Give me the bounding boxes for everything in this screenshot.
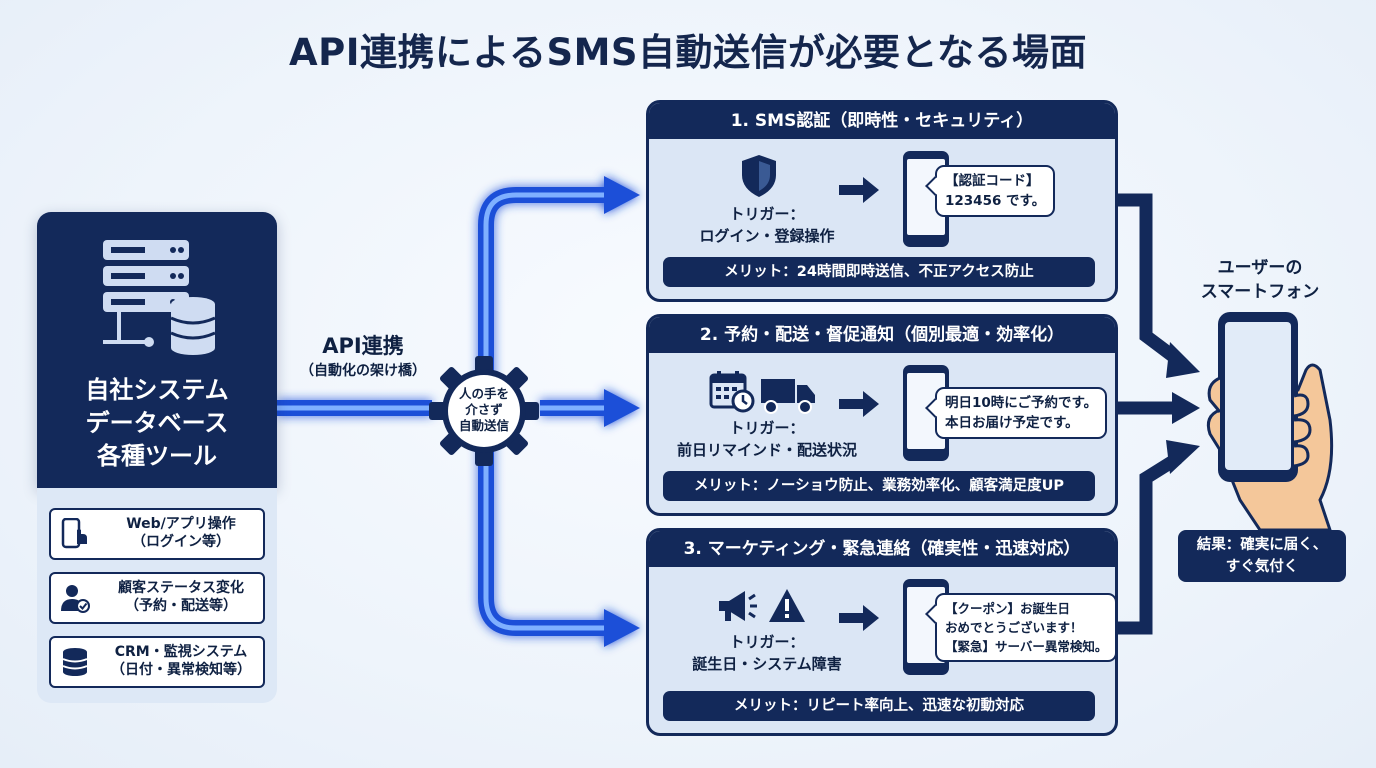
scenario-merit: メリット：リピート率向上、迅速な初動対応 [663, 691, 1095, 721]
message-line: 明日10時にご予約です。 [945, 395, 1098, 411]
source-item-line: Web/アプリ操作 [126, 516, 236, 532]
api-label: API連携 [322, 334, 404, 358]
source-title-line: 自社システム [85, 376, 229, 404]
gear-label-line: 介さず [465, 402, 503, 417]
user-smartphone-label: ユーザーの スマートフォン [1170, 256, 1350, 304]
source-item-customer-status: 顧客ステータス変化 （予約・配送等） [49, 572, 265, 624]
source-item-line: 顧客ステータス変化 [118, 580, 244, 596]
to-user-arrows [1112, 193, 1182, 635]
source-item-line: CRM・監視システム [114, 644, 248, 660]
arrow-right-icon [839, 391, 879, 417]
result-badge: 結果：確実に届く、 すぐ気付く [1178, 530, 1346, 582]
scenario-merit: メリット：ノーショウ防止、業務効率化、顧客満足度UP [663, 471, 1095, 501]
scenario-merit: メリット：24時間即時送信、不正アクセス防止 [663, 257, 1095, 287]
source-item-web-app: Web/アプリ操作 （ログイン等） [49, 508, 265, 560]
arrow-right-icon [839, 177, 879, 203]
source-item-line: （ログイン等） [132, 534, 230, 550]
calendar-clock-icon [709, 371, 755, 413]
warning-icon [769, 589, 805, 622]
megaphone-icon [719, 591, 757, 621]
scenario-title: 3. マーケティング・緊急連絡（確実性・迅速対応） [649, 531, 1115, 567]
user-label-line: ユーザーの [1217, 258, 1303, 278]
message-line: 123456 です。 [945, 193, 1046, 209]
gear-label-line: 人の手を [458, 386, 509, 401]
database-icon [62, 648, 88, 676]
server-database-icon [103, 240, 216, 355]
trigger-sources-panel: Web/アプリ操作 （ログイン等） 顧客ステータス変化 （予約・配送等） CRM… [37, 488, 277, 703]
trigger-line: トリガー： [729, 205, 805, 223]
scenario-card-reservation-delivery: 2. 予約・配送・督促通知（個別最適・効率化） トリガー： 前日リマインド・配送… [646, 314, 1118, 516]
source-item-line: （日付・異常検知等） [111, 662, 251, 678]
source-title: 自社システム データベース 各種ツール [37, 374, 277, 473]
source-title-line: 各種ツール [97, 442, 217, 470]
sms-message-bubble: 【認証コード】 123456 です。 [925, 165, 1056, 217]
api-sublabel: （自動化の架け橋） [300, 363, 426, 379]
message-line: 【クーポン】お誕生日 [945, 601, 1071, 616]
trigger-line: トリガー： [729, 419, 805, 437]
source-item-label: CRM・監視システム （日付・異常検知等） [101, 643, 261, 679]
scenario-icons [709, 365, 829, 425]
source-item-line: （予約・配送等） [125, 598, 237, 614]
message-line: おめでとうございます！ [945, 620, 1083, 635]
api-flow-arrows [277, 176, 640, 647]
user-label-line: スマートフォン [1200, 282, 1320, 302]
truck-icon [761, 379, 815, 414]
page-title: API連携によるSMS自動送信が必要となる場面 [289, 31, 1087, 74]
arrow-right-icon [839, 605, 879, 631]
scenario-trigger: トリガー： ログイン・登録操作 [667, 203, 867, 247]
shield-icon [742, 155, 776, 197]
scenario-card-marketing-emergency: 3. マーケティング・緊急連絡（確実性・迅速対応） トリガー： 誕生日・システム… [646, 528, 1118, 736]
result-line: 結果：確実に届く、 [1196, 537, 1328, 553]
message-line: 【認証コード】 [945, 173, 1040, 189]
scenario-title: 1. SMS認証（即時性・セキュリティ） [649, 103, 1115, 139]
sms-message-bubble: 明日10時にご予約です。 本日お届け予定です。 [925, 387, 1108, 439]
trigger-line: 誕生日・システム障害 [692, 655, 842, 673]
scenario-trigger: トリガー： 前日リマインド・配送状況 [667, 417, 867, 461]
scenario-icons [709, 579, 829, 639]
scenario-card-sms-auth: 1. SMS認証（即時性・セキュリティ） トリガー： ログイン・登録操作 【認証… [646, 100, 1118, 302]
trigger-line: ログイン・登録操作 [699, 227, 835, 245]
result-line: すぐ気付く [1225, 559, 1299, 575]
source-item-label: 顧客ステータス変化 （予約・配送等） [101, 579, 261, 615]
source-title-line: データベース [85, 409, 229, 437]
scenario-trigger: トリガー： 誕生日・システム障害 [667, 631, 867, 675]
trigger-line: トリガー： [729, 633, 805, 651]
smartphone-tap-icon [61, 518, 87, 549]
gear-icon [429, 356, 539, 466]
source-item-label: Web/アプリ操作 （ログイン等） [101, 515, 261, 551]
gear-label-line: 自動送信 [458, 418, 509, 433]
trigger-line: 前日リマインド・配送状況 [676, 441, 857, 459]
user-check-icon [61, 585, 90, 613]
scenario-title: 2. 予約・配送・督促通知（個別最適・効率化） [649, 317, 1115, 353]
source-systems-card: 自社システム データベース 各種ツール [37, 212, 277, 488]
message-line: 本日お届け予定です。 [945, 415, 1079, 431]
message-line: 【緊急】サーバー異常検知。 [945, 639, 1108, 654]
sms-message-bubble: 【クーポン】お誕生日 おめでとうございます！ 【緊急】サーバー異常検知。 [925, 593, 1115, 662]
gear-label: 人の手を 介さず 自動送信 [434, 386, 534, 434]
hand-holding-phone-icon [1206, 312, 1334, 530]
source-item-crm-monitoring: CRM・監視システム （日付・異常検知等） [49, 636, 265, 688]
scenario-icons [709, 151, 829, 211]
